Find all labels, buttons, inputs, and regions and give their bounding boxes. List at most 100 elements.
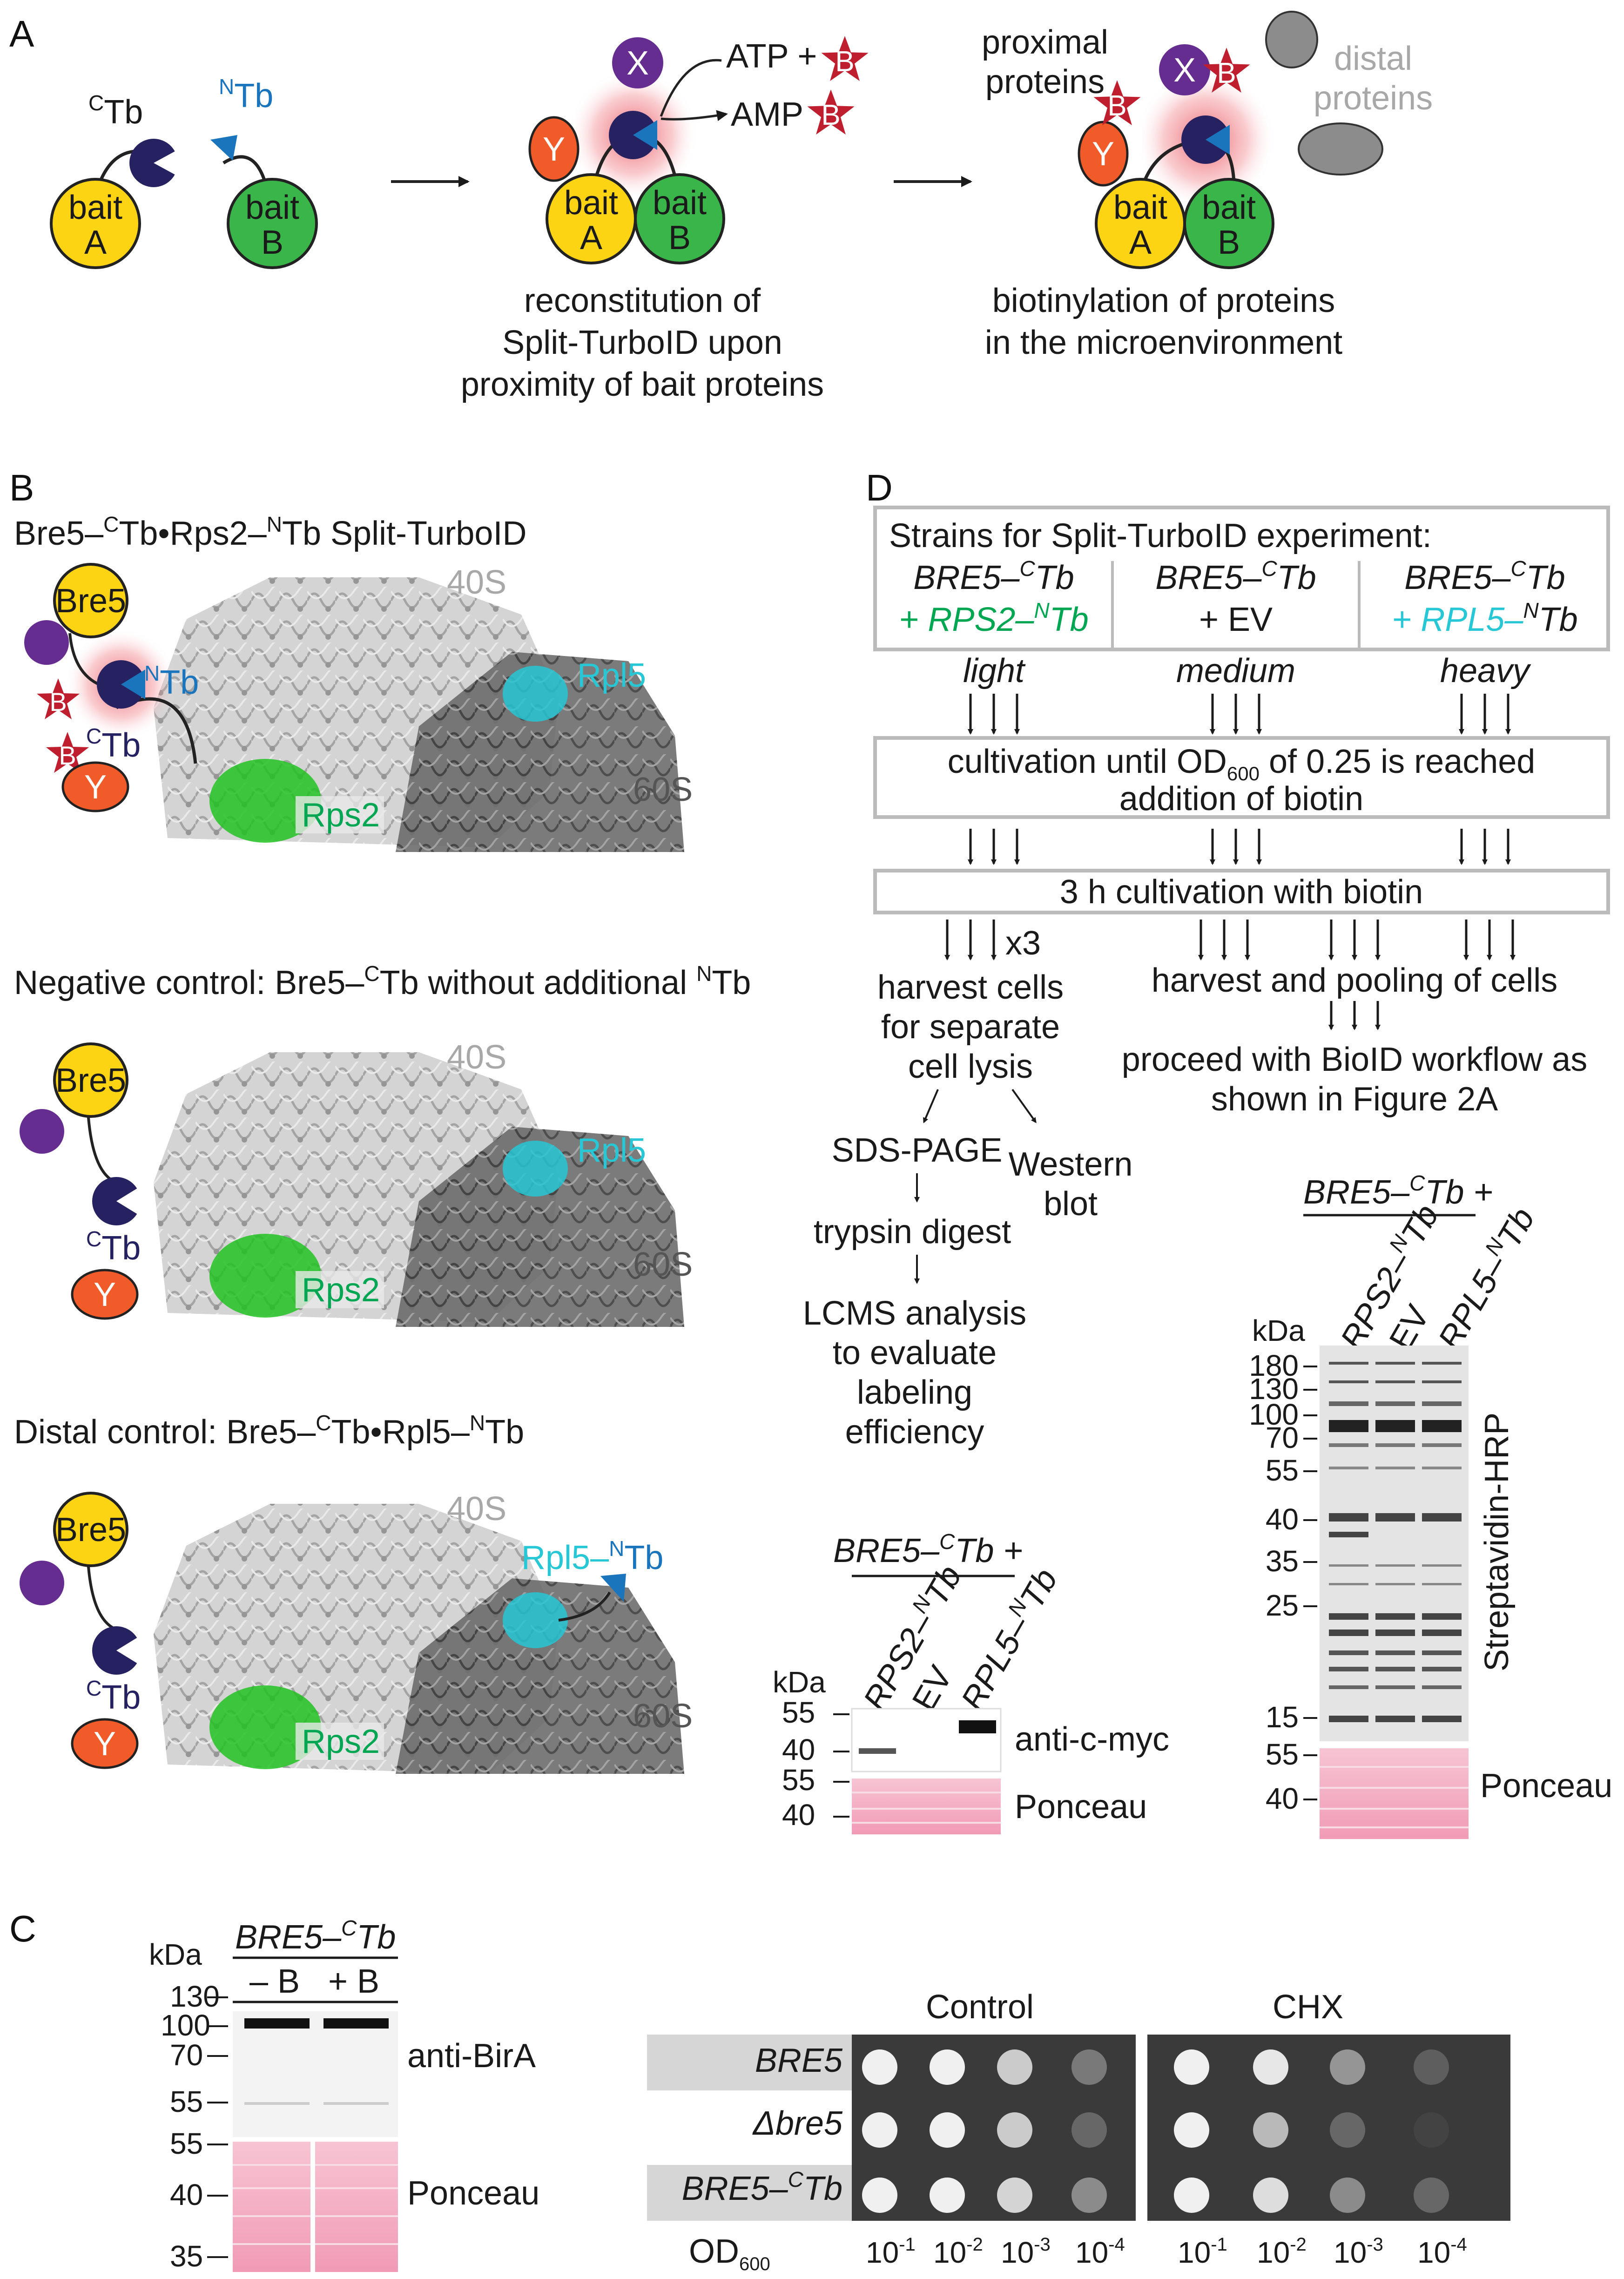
wb-header-small: BRE5–CTb + (833, 1529, 1023, 1569)
strain-dbre5: Δbre5 (752, 2105, 843, 2142)
label-rps2-2: Rps2 (302, 1271, 380, 1309)
strep-band (1375, 1650, 1415, 1655)
label-rps2-3: Rps2 (302, 1723, 380, 1760)
ctb-b1: CTb (86, 724, 141, 764)
spot (862, 2178, 897, 2213)
ladder-mark: 15 (1266, 1700, 1299, 1734)
label-40s-3: 40S (447, 1490, 506, 1528)
spot (930, 2112, 965, 2148)
proximal-label-2: proteins (985, 63, 1105, 101)
anti-myc-label: anti-c-myc (1015, 1721, 1169, 1758)
label-60s: 60S (633, 771, 693, 808)
strep-band (1375, 1630, 1415, 1636)
x-label-3: X (1173, 52, 1196, 89)
proceed-2: shown in Figure 2A (1211, 1081, 1498, 1118)
birA-membrane (233, 2011, 398, 2137)
strep-band (1329, 1513, 1368, 1522)
strep-band (1422, 1401, 1462, 1406)
spot (1330, 2178, 1365, 2213)
ladder-mark: 180 (1249, 1349, 1299, 1382)
bait-a-label: bait (68, 189, 122, 226)
title-distal-control: Distal control: Bre5–CTb•Rpl5–NTb (14, 1411, 524, 1451)
strains-box (873, 506, 1610, 651)
spot (862, 2112, 897, 2148)
spot (1414, 2112, 1449, 2148)
ladder-55a: 55 (782, 1696, 815, 1729)
lcms-1: LCMS analysis (803, 1295, 1026, 1332)
biotin-addition-text: addition of biotin (1119, 780, 1363, 818)
bre5-label-1: Bre5 (55, 582, 126, 620)
bait-b-label-2: bait (653, 184, 707, 222)
strep-band (1329, 1443, 1368, 1447)
ladder-40b: 40 (782, 1798, 815, 1832)
strep-band (1375, 1380, 1415, 1383)
spot (1414, 2049, 1449, 2085)
strains-title: Strains for Split-TurboID experiment: (889, 517, 1432, 555)
spot-grid (862, 2049, 1449, 2213)
strep-band (1329, 1685, 1368, 1689)
proceed-1: proceed with BioID workflow as (1122, 1041, 1587, 1078)
wb-header-large: BRE5–CTb + (1303, 1171, 1493, 1211)
streptavidin-blot: BRE5–CTb + RPS2–NTb EV RPL5–NTb kDa 1801… (1249, 1171, 1612, 1839)
ladder-mark: 130 (1249, 1372, 1299, 1406)
label-60s-2: 60S (633, 1246, 693, 1283)
label-40s: 40S (447, 564, 506, 601)
ladder-mark: 35 (1266, 1544, 1299, 1578)
bait-b (227, 178, 318, 269)
c-ladder-40: 40 (170, 2178, 203, 2211)
ladder-mark: 70 (1266, 1421, 1299, 1454)
spot (1253, 2112, 1288, 2148)
western-1: Western (1009, 1146, 1133, 1183)
spot (1330, 2112, 1365, 2148)
ribosome-60s (396, 652, 684, 852)
strain-col2-l2: + EV (1199, 601, 1273, 638)
strep-band (1329, 1630, 1368, 1636)
ponceau-label-small: Ponceau (1015, 1788, 1147, 1826)
label-light: light (963, 652, 1026, 690)
strep-band (1422, 1613, 1462, 1620)
ladder-mark: 40 (1266, 1782, 1299, 1815)
ntb-wedge (210, 135, 237, 161)
bait-a-letter: A (84, 224, 107, 261)
label-heavy: heavy (1440, 652, 1531, 690)
x3-label: x3 (1005, 925, 1041, 962)
strep-band (1422, 1650, 1462, 1655)
spot (997, 2049, 1032, 2085)
panel-letter-b: B (9, 467, 34, 508)
ladder-mark: 40 (1266, 1502, 1299, 1536)
distal-protein-2 (1298, 122, 1383, 176)
stage-biotinylation: X B Y B bait A bait B proximal proteins … (982, 11, 1433, 361)
ponceau-small (852, 1779, 1001, 1834)
spot (997, 2112, 1032, 2148)
spot (997, 2178, 1032, 2213)
anti-bira-label: anti-BirA (407, 2037, 536, 2075)
band-rps2 (859, 1748, 896, 1754)
strep-band (1329, 1564, 1368, 1567)
biotin-label: B (835, 46, 854, 78)
spot (1330, 2049, 1365, 2085)
structure-2: Negative control: Bre5–CTb without addit… (14, 961, 751, 1327)
plate-control (852, 2035, 1136, 2221)
spot (1174, 2049, 1209, 2085)
strep-band (1329, 1401, 1368, 1406)
strep-band (1375, 1564, 1415, 1567)
western-2: blot (1044, 1185, 1098, 1223)
distal-label-2: proteins (1314, 80, 1433, 117)
lane-rpl5: RPL5–NTb (951, 1561, 1065, 1717)
y-b2: Y (94, 1276, 116, 1313)
strain-col2-l1: BRE5–CTb (1155, 556, 1316, 596)
band-rpl5 (959, 1720, 996, 1733)
streptavidin-label: Streptavidin-HRP (1478, 1413, 1516, 1671)
ladder-mark: 55 (1266, 1738, 1299, 1771)
strep-band (1422, 1716, 1462, 1722)
lane-plus-b: + B (328, 1963, 379, 2000)
arrows-row4 (1328, 1001, 1381, 1030)
panel-a: A bait A bait B CTb NTb X Y (9, 11, 1433, 403)
strep-band (1422, 1443, 1462, 1447)
c-ladder-70: 70 (170, 2038, 203, 2072)
protein-y (528, 116, 580, 182)
spot (1174, 2178, 1209, 2213)
biotin-cultivation-box (873, 869, 1610, 914)
bait-a-label-3: bait (1113, 189, 1167, 226)
spot (1253, 2178, 1288, 2213)
